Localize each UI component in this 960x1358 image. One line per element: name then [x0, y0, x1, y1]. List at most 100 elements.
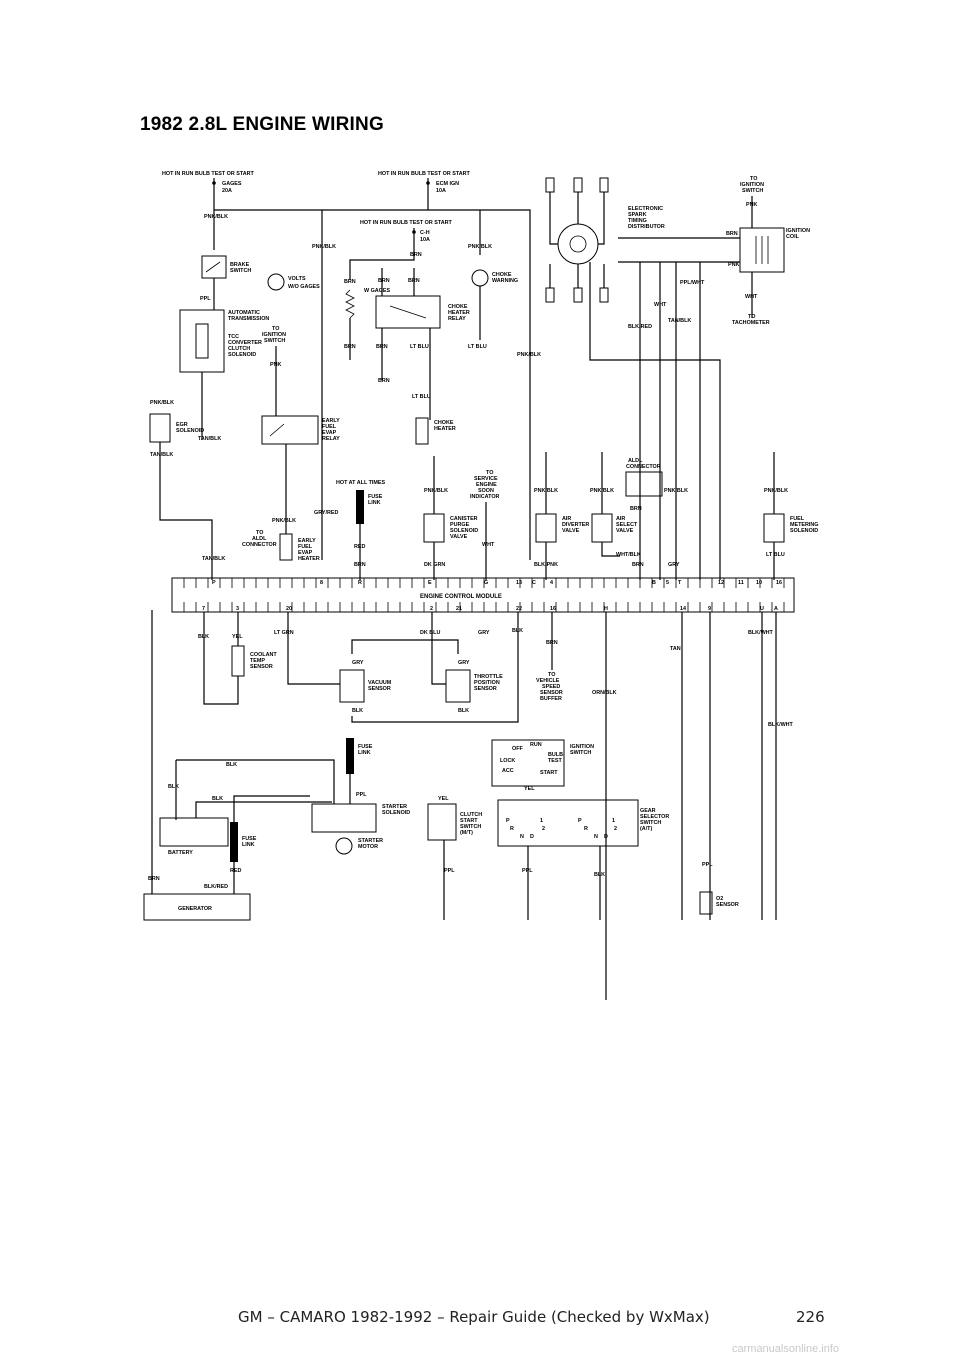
ecm-bottom-pin: U: [760, 606, 764, 612]
diagram-text: DIVERTER: [562, 522, 589, 528]
label-tach: TO: [748, 314, 755, 320]
wire-label: PNK/BLK: [517, 352, 541, 358]
footer-text: GM – CAMARO 1982-1992 – Repair Guide (Ch…: [238, 1308, 710, 1326]
ecm-top-pin: 4: [550, 580, 553, 586]
starter-motor-icon: [335, 837, 353, 855]
wire-air-select: [601, 452, 620, 557]
ecm-top-pin: 12: [718, 580, 724, 586]
label-tcc: TCC: [228, 334, 239, 340]
ecm-top-pin: G: [484, 580, 488, 586]
diagram-text: PPL/WHT: [680, 280, 705, 286]
wire-label: PNK/BLK: [312, 244, 336, 250]
egr-solenoid-box: [149, 413, 171, 443]
choke-relay-box: [375, 295, 441, 329]
diagram-text: EVAP: [322, 430, 337, 436]
diagram-text: BLK: [458, 708, 469, 714]
label-battery: BATTERY: [168, 850, 193, 856]
diagram-text: SWITCH: [570, 750, 591, 756]
diagram-text: LT BLU: [468, 344, 487, 350]
label-ch-fuse: C-H: [420, 230, 430, 236]
diagram-text: BRN: [376, 344, 388, 350]
label-ch-amps: 10A: [420, 237, 430, 243]
ecm-bottom-pin: 20: [286, 606, 292, 612]
tcc-solenoid-icon: [195, 323, 209, 359]
efe-relay-box: [261, 415, 319, 445]
wire-dist-ecm-drops: [639, 330, 701, 580]
ecm-bottom-pin: 3: [236, 606, 239, 612]
diagram-text: (A/T): [640, 826, 652, 832]
diagram-text: SWITCH: [264, 338, 285, 344]
label-ign-sw: IGNITION: [570, 744, 594, 750]
diagram-text: YEL: [524, 786, 535, 792]
label-gages-amps: 20A: [222, 188, 232, 194]
diagram-text: BRN: [354, 562, 366, 568]
diagram-text: TEMP: [250, 658, 265, 664]
diagram-text: BRN: [726, 231, 738, 237]
coil-winding-icon: [755, 236, 769, 264]
diagram-text: (M/T): [460, 830, 473, 836]
diagram-text: TEST: [548, 758, 562, 764]
ecm-pin-dividers: [171, 578, 785, 612]
diagram-text: SENSOR: [250, 664, 273, 670]
diagram-text: TIMING: [628, 218, 647, 224]
diagram-text: IGNITION: [262, 332, 286, 338]
wire-ecm-dkblu: [431, 612, 446, 685]
fuse-link-icon: [356, 490, 364, 524]
diagram-text: PNK/BLK: [424, 488, 448, 494]
diagram-text: GRY/RED: [314, 510, 338, 516]
diagram-text: MOTOR: [358, 844, 378, 850]
spark-plugs-bottom: [545, 264, 609, 303]
diagram-text: RELAY: [448, 316, 466, 322]
choke-warning-icon: [471, 269, 489, 287]
diagram-text: BRN: [148, 876, 160, 882]
label-hot-run-1: HOT IN RUN BULB TEST OR START: [162, 171, 255, 177]
label-to-aldl: TO: [256, 530, 263, 536]
label-ecm-amps: 10A: [436, 188, 446, 194]
diagram-text: OFF: [512, 746, 523, 752]
ecm-box: [171, 577, 795, 613]
diagram-text: WHT: [482, 542, 495, 548]
label-air-sel: AIR: [616, 516, 625, 522]
wire-relay-drops: [381, 268, 431, 420]
diagram-text: PNK/BLK: [764, 488, 788, 494]
wire-egr-ecm: [159, 442, 213, 580]
diagram-text: HEATER: [448, 310, 470, 316]
ecm-bottom-pin: 9: [708, 606, 711, 612]
diagram-text: D: [530, 834, 534, 840]
diagram-text: SOLENOID: [228, 352, 256, 358]
ecm-top-pin: 11: [738, 580, 744, 586]
watermark: carmanualsonline.info: [732, 1343, 840, 1355]
wire-label: PNK/BLK: [468, 244, 492, 250]
diagram-text: SWITCH: [640, 820, 661, 826]
diagram-text: METERING: [790, 522, 818, 528]
diagram-text: PNK: [728, 262, 739, 268]
label-efe-heater: EARLY: [298, 538, 316, 544]
ecm-top-pin: E: [428, 580, 432, 586]
label-ses: TO: [486, 470, 493, 476]
diagram-text: SOLENOID: [176, 428, 204, 434]
aldl-connector-box: [625, 471, 663, 497]
wire-sensor-common: [351, 612, 519, 723]
diagram-text: RED: [354, 544, 365, 550]
wire-label: BRN: [410, 252, 422, 258]
label-starter-sol: STARTER: [382, 804, 407, 810]
ecm-bottom-pin: A: [774, 606, 778, 612]
distributor-cap-icon: [557, 223, 599, 265]
diagram-text: COIL: [786, 234, 800, 240]
page-number: 226: [796, 1308, 825, 1326]
label-aldl: ALDL: [628, 458, 643, 464]
starter-solenoid-box: [311, 803, 377, 833]
canister-solenoid-box: [423, 513, 445, 543]
label-fuse-link2: FUSE: [358, 744, 373, 750]
label-hot-all: HOT AT ALL TIMES: [336, 480, 386, 486]
diagram-text: BLK: [352, 708, 363, 714]
diagram-text: SENSOR: [368, 686, 391, 692]
fuse-link2-icon: [346, 738, 354, 774]
distributor-rotor-icon: [569, 235, 587, 253]
diagram-text: 2: [542, 826, 545, 832]
diagram-text: LT BLU: [410, 344, 429, 350]
switch-arm-icon: [205, 261, 221, 273]
wire-battery-pos: [195, 801, 332, 818]
